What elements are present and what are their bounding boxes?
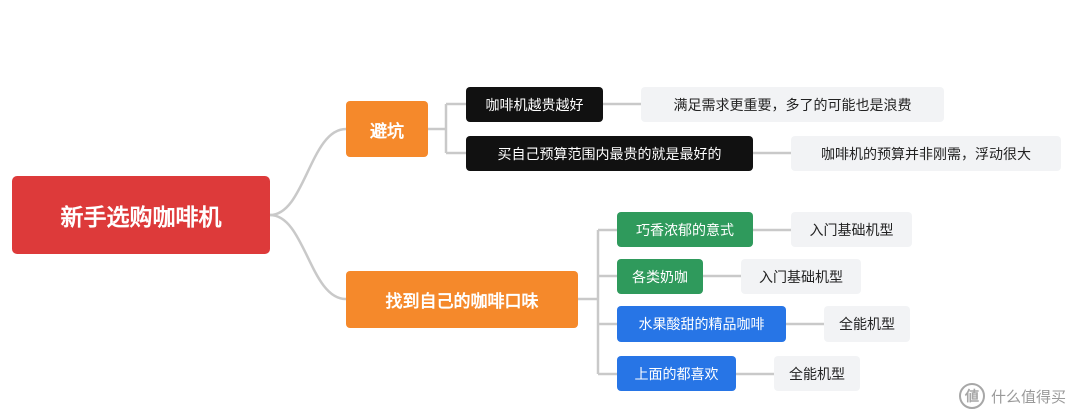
avoid-note-2: 咖啡机的预算并非刚需，浮动很大 <box>791 136 1061 171</box>
taste-note-3: 全能机型 <box>824 306 910 342</box>
connector-avoid-fork <box>428 104 448 153</box>
branch-node-avoid: 避坑 <box>346 101 428 157</box>
taste-leaf-4: 上面的都喜欢 <box>617 356 736 391</box>
watermark-text: 什么值得买 <box>990 387 1066 406</box>
zhide-logo-icon: 値 <box>958 383 985 409</box>
root-node: 新手选购咖啡机 <box>12 176 270 254</box>
branch-node-taste: 找到自己的咖啡口味 <box>346 271 578 328</box>
connector-taste-fork <box>578 230 600 374</box>
taste-leaf-1: 巧香浓郁的意式 <box>617 212 753 247</box>
watermark: 値 什么值得买 <box>958 383 1066 409</box>
avoid-note-1: 满足需求更重要，多了的可能也是浪费 <box>641 87 944 122</box>
taste-leaf-3: 水果酸甜的精品咖啡 <box>617 306 786 342</box>
taste-note-1: 入门基础机型 <box>791 212 912 247</box>
connector-root-avoid <box>269 127 347 217</box>
avoid-leaf-2: 买自己预算范围内最贵的就是最好的 <box>466 136 753 171</box>
avoid-leaf-1: 咖啡机越贵越好 <box>466 87 603 122</box>
taste-leaf-2: 各类奶咖 <box>617 259 703 294</box>
connector-root-taste <box>269 213 347 301</box>
taste-note-2: 入门基础机型 <box>741 259 861 294</box>
taste-note-4: 全能机型 <box>774 356 860 391</box>
